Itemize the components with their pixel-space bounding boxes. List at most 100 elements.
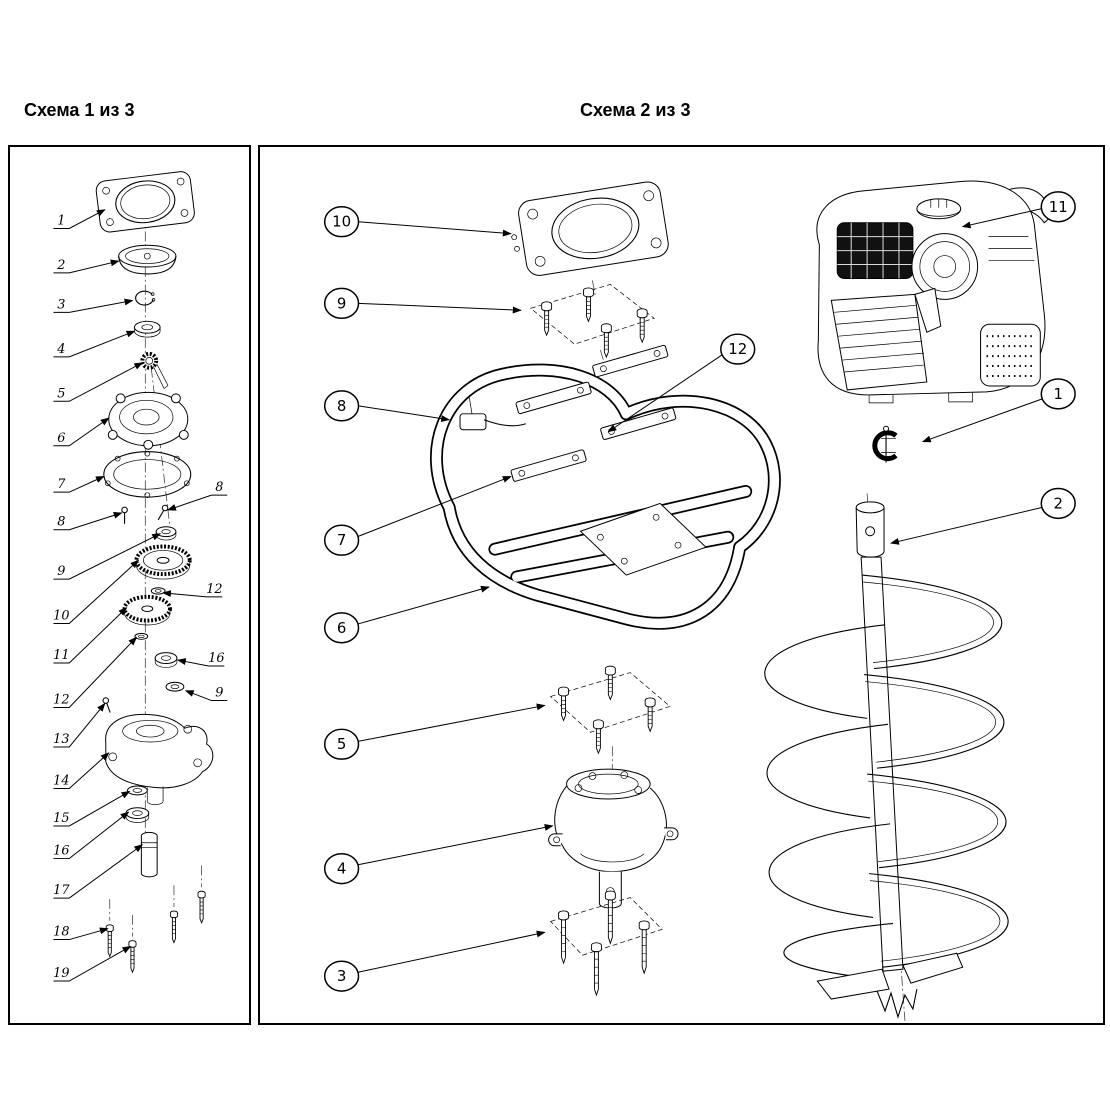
callout-7: 7	[53, 475, 105, 493]
part-auger	[764, 493, 1009, 1021]
callout-6: 6	[53, 417, 110, 447]
callout-2: 2	[53, 258, 120, 274]
svg-text:17: 17	[53, 883, 70, 898]
callout-11: 11	[961, 191, 1076, 229]
callout-11: 11	[53, 607, 128, 664]
svg-text:12: 12	[53, 693, 69, 708]
svg-text:8: 8	[337, 397, 346, 415]
svg-text:6: 6	[337, 619, 346, 637]
svg-text:9: 9	[215, 686, 223, 701]
svg-text:2: 2	[1053, 494, 1062, 512]
callout-16: 16	[53, 811, 130, 860]
part-output-shaft	[140, 831, 158, 878]
part-bearing	[165, 681, 185, 692]
callout-8-right: 8	[167, 480, 228, 511]
part-bearing	[154, 652, 178, 668]
svg-text:6: 6	[57, 431, 65, 446]
svg-text:1: 1	[1053, 385, 1062, 403]
svg-text:19: 19	[53, 966, 69, 981]
part-screw	[102, 697, 111, 713]
callout-7: 7	[323, 476, 512, 556]
part-bearing	[133, 320, 161, 338]
part-gasket	[103, 450, 192, 498]
callout-14: 14	[53, 752, 110, 789]
part-gear-large	[134, 544, 192, 580]
part-gear-cover	[107, 391, 189, 450]
svg-text:16: 16	[53, 844, 69, 859]
svg-text:2: 2	[56, 258, 65, 273]
svg-text:15: 15	[53, 811, 69, 826]
part-bolt	[197, 890, 206, 924]
scheme2-panel: 10 9 8 7 6 5 4 3 12 11 1 2	[258, 145, 1105, 1025]
callout-9: 9	[323, 287, 522, 320]
svg-text:11: 11	[53, 648, 69, 663]
svg-text:4: 4	[56, 342, 65, 357]
svg-text:5: 5	[337, 735, 346, 753]
bolt-set-3	[549, 890, 663, 996]
svg-text:12: 12	[728, 340, 747, 358]
callout-6: 6	[323, 585, 490, 644]
svg-text:11: 11	[1049, 198, 1068, 216]
part-frame	[429, 363, 781, 630]
scheme1-title: Схема 1 из 3	[24, 100, 135, 120]
callout-4: 4	[53, 330, 136, 358]
callout-4: 4	[323, 824, 554, 885]
callout-17: 17	[53, 844, 144, 899]
scheme1-drawing: 1 2 3 4 5 6 7 8 9 10 11 12 13 14 15 16 1…	[53, 171, 228, 982]
svg-text:9: 9	[337, 294, 346, 312]
part-engine	[816, 180, 1051, 404]
callout-8: 8	[53, 512, 123, 531]
callout-18: 18	[53, 925, 109, 941]
part-screw	[121, 506, 128, 524]
svg-text:16: 16	[208, 651, 224, 666]
callout-8: 8	[323, 390, 451, 423]
callout-1: 1	[53, 209, 106, 229]
scheme1-panel: 1 2 3 4 5 6 7 8 9 10 11 12 13 14 15 16 1…	[8, 145, 251, 1025]
svg-text:5: 5	[57, 386, 65, 401]
svg-text:10: 10	[332, 213, 351, 231]
part-strap-plate	[515, 381, 592, 415]
part-strap-plate	[510, 449, 587, 482]
part-bolt	[169, 910, 178, 943]
callout-19: 19	[53, 945, 132, 982]
callout-13: 13	[53, 702, 106, 748]
part-strap-plate	[592, 344, 669, 378]
svg-text:14: 14	[53, 773, 69, 788]
svg-text:9: 9	[57, 564, 65, 579]
svg-text:8: 8	[215, 480, 223, 495]
callout-10: 10	[53, 559, 140, 625]
callout-9-right: 9	[184, 686, 228, 702]
callout-3: 3	[53, 297, 134, 313]
part-mount-plate	[95, 171, 195, 233]
callout-9: 9	[53, 533, 161, 580]
callout-12-right: 12	[162, 582, 223, 598]
bolt-set-9	[529, 284, 655, 358]
part-washer	[134, 632, 149, 640]
part-bearing	[155, 526, 177, 541]
part-clamp	[872, 425, 898, 463]
callout-12: 12	[53, 636, 138, 708]
callout-5: 5	[53, 362, 144, 402]
svg-text:18: 18	[53, 925, 69, 940]
callout-16-right: 16	[176, 651, 225, 667]
part-gearbox	[548, 768, 679, 909]
callout-5: 5	[323, 703, 546, 760]
svg-text:10: 10	[53, 609, 69, 624]
part-engine-plate	[511, 181, 669, 276]
svg-text:3: 3	[57, 297, 65, 312]
svg-text:3: 3	[337, 967, 346, 985]
part-circlip	[135, 290, 156, 306]
part-bolt	[105, 924, 114, 957]
part-clutch-cup	[118, 244, 177, 275]
part-washer	[127, 785, 148, 796]
callout-1: 1	[921, 378, 1076, 443]
scheme2-title: Схема 2 из 3	[580, 100, 691, 120]
scheme2-drawing: 10 9 8 7 6 5 4 3 12 11 1 2	[323, 180, 1076, 1021]
part-screw	[157, 504, 169, 521]
callout-2: 2	[890, 487, 1076, 545]
svg-text:7: 7	[57, 477, 66, 492]
part-washer	[150, 587, 166, 595]
svg-text:1: 1	[57, 214, 65, 229]
part-gear-housing	[105, 713, 214, 806]
